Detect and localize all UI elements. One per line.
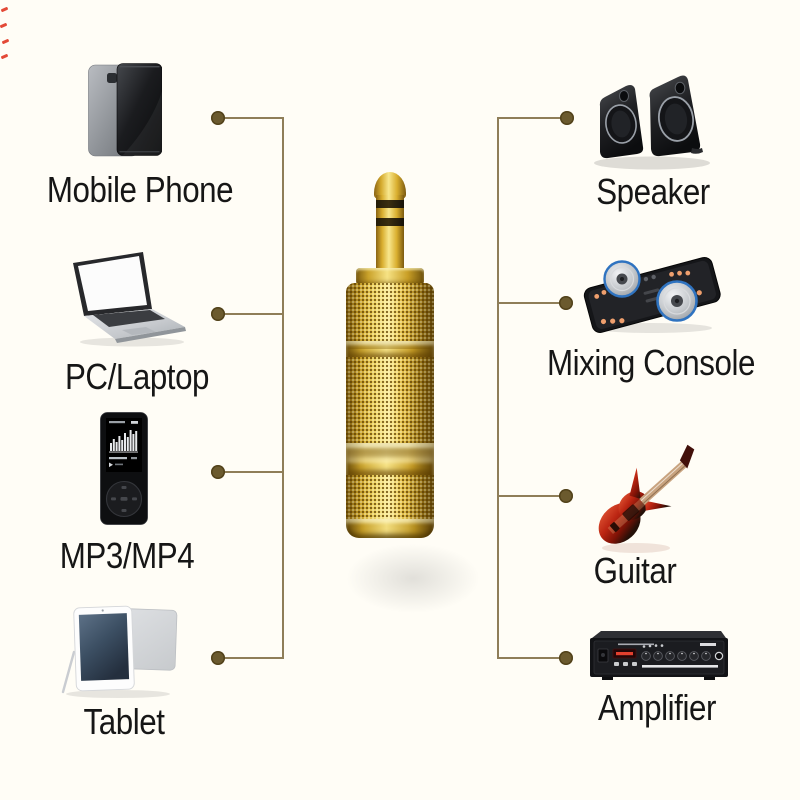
guitar-icon bbox=[598, 444, 695, 553]
adapter-ring-band bbox=[346, 341, 434, 357]
adapter-drop-shadow bbox=[318, 540, 508, 650]
connector-right-vertical-line bbox=[497, 117, 499, 659]
speakers-image bbox=[588, 68, 716, 172]
red-artifact-mark bbox=[1, 38, 10, 45]
adapter-knurled-section bbox=[346, 283, 434, 341]
laptop-icon bbox=[73, 252, 186, 347]
connector-stub-mp3 bbox=[222, 471, 284, 473]
speakers-icon bbox=[594, 75, 710, 170]
tablet-image bbox=[58, 604, 182, 700]
label-tablet: Tablet bbox=[83, 701, 165, 742]
label-speaker: Speaker bbox=[596, 171, 710, 212]
label-amplifier: Amplifier bbox=[598, 687, 716, 728]
connector-stub-amplifier bbox=[498, 657, 561, 659]
connector-node-speaker bbox=[560, 111, 574, 125]
connector-node-mobile-phone bbox=[211, 111, 225, 125]
connector-node-tablet bbox=[211, 651, 225, 665]
adapter-bottom-cap bbox=[346, 519, 434, 538]
amp-buttons bbox=[614, 644, 664, 666]
label-mixing-console: Mixing Console bbox=[546, 342, 756, 383]
mp3-player-icon bbox=[100, 412, 148, 525]
connector-stub-mobile-phone bbox=[222, 117, 284, 119]
guitar-image bbox=[590, 422, 722, 558]
adapter-insulator-ring bbox=[376, 218, 404, 226]
mobile-phone-image bbox=[88, 63, 162, 157]
tablet-icon bbox=[61, 605, 178, 698]
adapter-ring-band bbox=[346, 443, 434, 475]
mp3-player-image bbox=[100, 412, 148, 525]
laptop-image bbox=[70, 252, 188, 348]
amp-knobs bbox=[641, 651, 711, 661]
mp3-buttons bbox=[111, 486, 137, 512]
amplifier-icon bbox=[590, 631, 728, 680]
label-pc-laptop: PC/Laptop bbox=[64, 356, 210, 397]
connector-node-pc-laptop bbox=[211, 307, 225, 321]
connector-stub-guitar bbox=[498, 495, 561, 497]
adapter-plug-tip bbox=[374, 172, 406, 199]
mobile-phone-icon bbox=[88, 63, 162, 157]
red-artifact-mark bbox=[0, 6, 9, 13]
label-guitar: Guitar bbox=[593, 550, 677, 591]
connector-stub-speaker bbox=[498, 117, 561, 119]
label-mp3-mp4: MP3/MP4 bbox=[59, 535, 195, 576]
mixing-console-icon bbox=[583, 256, 721, 333]
equalizer-bars bbox=[110, 430, 138, 451]
connector-node-mp3 bbox=[211, 465, 225, 479]
connector-node-mixing-console bbox=[559, 296, 573, 310]
adapter-collar bbox=[356, 268, 424, 285]
connector-stub-pc-laptop bbox=[222, 313, 284, 315]
amplifier-image bbox=[586, 630, 730, 688]
connector-node-amplifier bbox=[559, 651, 573, 665]
adapter-barrel-shading bbox=[346, 283, 434, 538]
red-artifact-mark bbox=[0, 22, 8, 29]
connector-node-guitar bbox=[559, 489, 573, 503]
mixing-console-image bbox=[580, 252, 724, 336]
adapter-insulator-ring bbox=[376, 200, 404, 208]
stylus bbox=[61, 650, 76, 694]
gold-audio-adapter bbox=[346, 172, 434, 538]
red-artifact-mark bbox=[0, 53, 9, 60]
connector-stub-tablet bbox=[222, 657, 284, 659]
connector-stub-mixing-console bbox=[498, 302, 561, 304]
label-mobile-phone: Mobile Phone bbox=[46, 169, 234, 210]
connector-left-vertical-line bbox=[282, 117, 284, 659]
adapter-barrel bbox=[346, 283, 434, 538]
adapter-knurled-section bbox=[346, 475, 434, 519]
adapter-knurled-section bbox=[346, 357, 434, 443]
